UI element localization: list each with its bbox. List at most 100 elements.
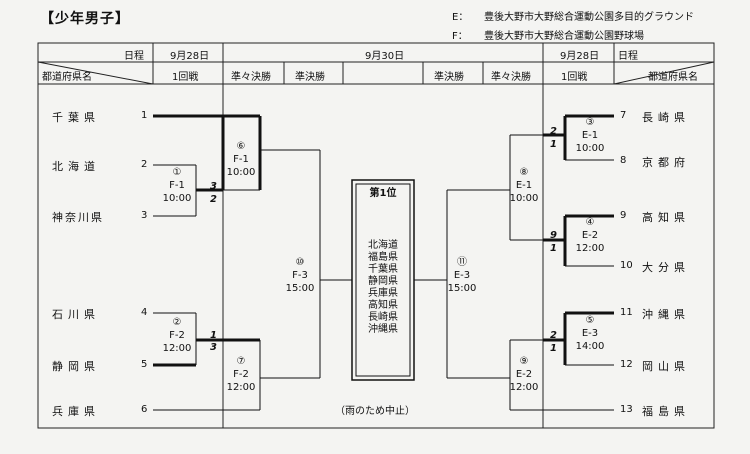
- round-right-qf: 準々決勝: [491, 72, 531, 83]
- match-11-info: ⑪ E-3 15:00: [432, 256, 492, 295]
- match-time: 12:00: [162, 343, 192, 354]
- right-team-num: 13: [620, 404, 633, 415]
- score: 3: [210, 181, 217, 192]
- right-schedule-label: 日程: [618, 51, 638, 62]
- right-team-num: 8: [620, 155, 627, 166]
- match-no: ⑤: [585, 315, 595, 326]
- score: 9: [550, 230, 557, 241]
- venue-e-name: 豊後大野市大野総合運動公園多目的グラウンド: [484, 12, 694, 23]
- match-no: ⑥: [236, 141, 246, 152]
- winner-team: 沖縄県: [368, 324, 398, 335]
- right-prefecture-label: 都道府県名: [648, 72, 698, 83]
- winner-team: 福島県: [368, 252, 398, 263]
- right-team-num: 12: [620, 359, 633, 370]
- match-no: ⑪: [457, 257, 467, 268]
- winner-team: 静岡県: [368, 276, 398, 287]
- match-venue: E-1: [515, 180, 533, 191]
- left-team-name: 石川県: [52, 308, 100, 321]
- match-9-info: ⑨ E-2 12:00: [494, 355, 554, 394]
- left-team-name: 神奈川県: [52, 211, 104, 224]
- left-team-name: 兵庫県: [52, 405, 100, 418]
- match-venue: E-3: [453, 270, 471, 281]
- right-team-name: 沖縄県: [642, 308, 690, 321]
- cancel-note: （雨のため中止）: [335, 406, 415, 417]
- date-center: 9月30日: [365, 51, 405, 62]
- match-time: 10:00: [509, 193, 539, 204]
- score: 1: [550, 243, 557, 254]
- match-venue: E-3: [581, 328, 599, 339]
- right-team-name: 長崎県: [642, 111, 690, 124]
- round-right-1: 1回戦: [561, 72, 588, 83]
- venue-f-name: 豊後大野市大野総合運動公園野球場: [484, 31, 644, 42]
- match-7-info: ⑦ F-2 12:00: [211, 355, 271, 394]
- left-team-num: 6: [141, 404, 148, 415]
- match-no: ③: [585, 117, 595, 128]
- match-6-info: ⑥ F-1 10:00: [211, 140, 271, 179]
- match-time: 10:00: [575, 143, 605, 154]
- right-team-name: 岡山県: [642, 360, 690, 373]
- match-venue: F-2: [169, 330, 185, 341]
- left-team-num: 3: [141, 210, 148, 221]
- right-team-name: 京都府: [642, 156, 690, 169]
- winner-team: 千葉県: [368, 264, 398, 275]
- match-time: 10:00: [226, 167, 256, 178]
- left-team-num: 4: [141, 307, 148, 318]
- winner-teams: 北海道 福島県 千葉県 静岡県 兵庫県 高知県 長崎県 沖縄県: [348, 240, 418, 336]
- match-venue: E-2: [581, 230, 599, 241]
- match-no: ⑩: [295, 257, 305, 268]
- match-5-info: ⑤ E-3 14:00: [560, 314, 620, 353]
- match-venue: F-1: [233, 154, 249, 165]
- match-venue: E-2: [515, 369, 533, 380]
- match-1-info: ① F-1 10:00: [147, 166, 207, 205]
- match-3-info: ③ E-1 10:00: [560, 116, 620, 155]
- match-10-info: ⑩ F-3 15:00: [270, 256, 330, 295]
- match-no: ⑦: [236, 356, 246, 367]
- left-schedule-label: 日程: [124, 51, 144, 62]
- left-team-num: 2: [141, 159, 148, 170]
- left-prefecture-label: 都道府県名: [42, 72, 92, 83]
- right-team-num: 7: [620, 110, 627, 121]
- match-4-info: ④ E-2 12:00: [560, 216, 620, 255]
- winner-team: 長崎県: [368, 312, 398, 323]
- left-team-name: 静岡県: [52, 360, 100, 373]
- score: 1: [210, 330, 217, 341]
- match-time: 12:00: [509, 382, 539, 393]
- match-time: 15:00: [447, 283, 477, 294]
- match-no: ⑧: [519, 167, 529, 178]
- score: 3: [210, 342, 217, 353]
- date-left: 9月28日: [170, 51, 210, 62]
- page-title: 【少年男子】: [40, 11, 130, 27]
- score: 2: [550, 330, 557, 341]
- right-team-name: 高知県: [642, 211, 690, 224]
- round-left-1: 1回戦: [172, 72, 199, 83]
- match-no: ⑨: [519, 356, 529, 367]
- round-left-sf: 準決勝: [295, 72, 325, 83]
- winner-team: 北海道: [368, 240, 398, 251]
- round-left-qf: 準々決勝: [231, 72, 271, 83]
- winner-label: 第1位: [369, 188, 397, 199]
- right-team-name: 大分県: [642, 261, 690, 274]
- score: 2: [550, 126, 557, 137]
- match-2-info: ② F-2 12:00: [147, 316, 207, 355]
- winner-team: 高知県: [368, 300, 398, 311]
- match-time: 15:00: [285, 283, 315, 294]
- match-venue: E-1: [581, 130, 599, 141]
- venue-e-code: E：: [452, 12, 469, 23]
- date-right: 9月28日: [560, 51, 600, 62]
- right-team-num: 9: [620, 210, 627, 221]
- round-right-sf: 準決勝: [434, 72, 464, 83]
- match-no: ①: [172, 167, 182, 178]
- match-time: 12:00: [575, 243, 605, 254]
- left-team-name: 北海道: [52, 160, 100, 173]
- score: 2: [210, 194, 217, 205]
- left-team-num: 5: [141, 359, 148, 370]
- match-time: 12:00: [226, 382, 256, 393]
- match-no: ④: [585, 217, 595, 228]
- right-team-num: 10: [620, 260, 633, 271]
- match-time: 10:00: [162, 193, 192, 204]
- match-no: ②: [172, 317, 182, 328]
- match-8-info: ⑧ E-1 10:00: [494, 166, 554, 205]
- winner-team: 兵庫県: [368, 288, 398, 299]
- left-team-name: 千葉県: [52, 111, 100, 124]
